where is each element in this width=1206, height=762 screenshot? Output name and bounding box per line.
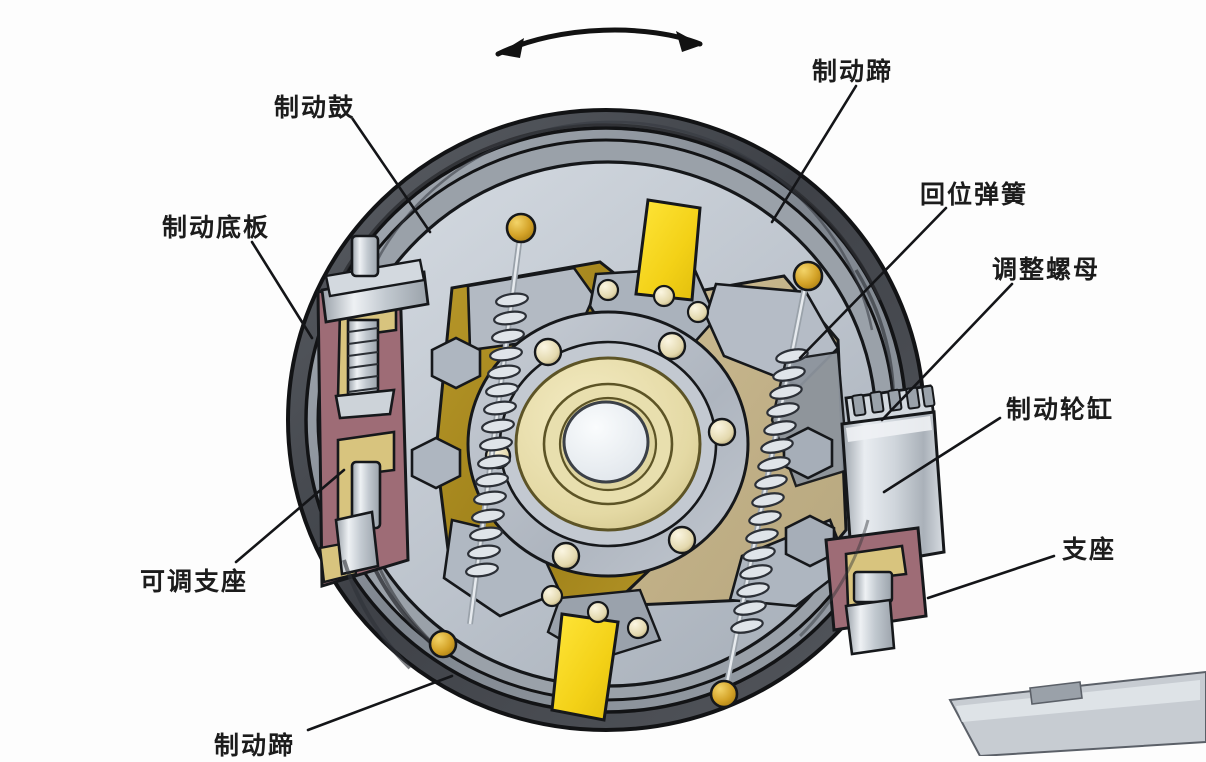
bottom-right-object xyxy=(948,670,1206,756)
label-support-anchor: 支座 xyxy=(1062,535,1117,564)
leader-lines xyxy=(234,84,1056,732)
label-adjustable-support: 可调支座 xyxy=(140,567,249,596)
label-adjusting-nut: 调整螺母 xyxy=(992,255,1101,284)
rotation-direction-arrow xyxy=(495,27,703,58)
return-spring-left xyxy=(428,212,537,659)
leader-backing-plate xyxy=(250,240,314,340)
label-backing-plate: 制动底板 xyxy=(162,213,271,242)
leader-return-spring xyxy=(798,206,948,360)
leader-wheel-cylinder xyxy=(882,416,1002,494)
brake-shoe-upper-arc xyxy=(350,120,874,331)
leader-support-anchor xyxy=(926,554,1056,600)
wheel-cylinder-assembly xyxy=(824,384,946,656)
return-spring-right xyxy=(709,260,824,709)
label-return-spring: 回位弹簧 xyxy=(920,180,1029,209)
leader-adjustable-support xyxy=(234,468,346,564)
leader-brake-drum xyxy=(350,116,432,234)
label-brake-drum: 制动鼓 xyxy=(274,93,356,122)
wheel-hub xyxy=(466,310,750,578)
leader-adjusting-nut xyxy=(880,282,1014,422)
drum-inner-shading xyxy=(342,519,870,670)
label-brake-shoe-bottom: 制动蹄 xyxy=(214,731,296,760)
label-brake-shoe-top: 制动蹄 xyxy=(812,57,894,86)
brake-lining-blocks xyxy=(540,198,710,722)
label-wheel-cylinder: 制动轮缸 xyxy=(1006,395,1115,424)
adjustable-support-assembly xyxy=(316,234,430,589)
leader-brake-shoe-top xyxy=(770,84,858,224)
hex-bolt-heads xyxy=(410,336,836,568)
leader-brake-shoe-bottom xyxy=(306,674,454,732)
